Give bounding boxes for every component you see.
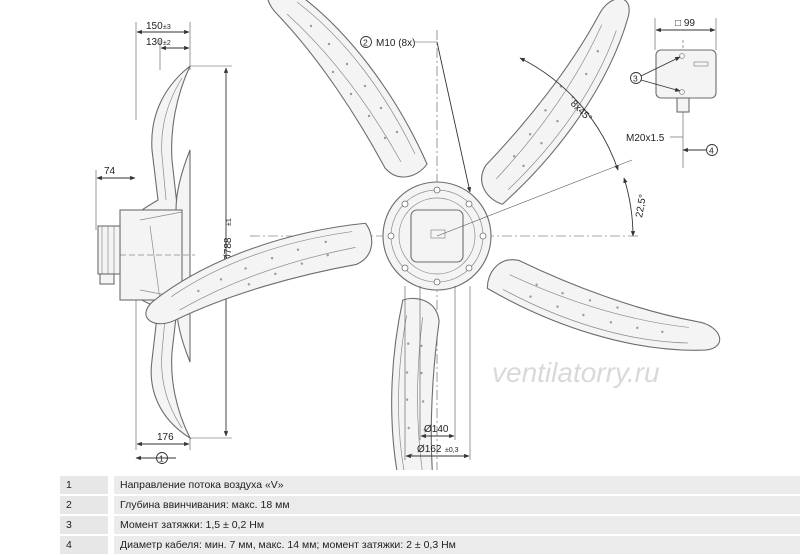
dim-hub-outer-tol: ±0,3 — [445, 447, 459, 454]
note-number: 2 — [60, 495, 108, 516]
dim-width-second-tol: ±2 — [163, 40, 171, 47]
callout-2: 2 — [363, 38, 368, 48]
dim-diameter: Ø788 — [223, 237, 234, 262]
dim-hub-inner: Ø140 — [424, 424, 449, 435]
note-text: Глубина ввинчивания: макс. 18 мм — [114, 495, 800, 516]
note-row: 1 Направление потока воздуха «V» — [60, 476, 800, 496]
callout-1: 1 — [159, 454, 164, 464]
note-number: 1 — [60, 476, 108, 496]
notes-table: 1 Направление потока воздуха «V» 2 Глуби… — [60, 476, 800, 556]
dim-width-second: 130 — [146, 37, 163, 48]
terminal-box-view: □ 99 3 M20x1.5 4 — [626, 18, 718, 168]
label-cable-gland: M20x1.5 — [626, 133, 665, 144]
note-row: 2 Глубина ввинчивания: макс. 18 мм — [60, 495, 800, 516]
technical-drawing: 150 ±3 130 ±2 74 Ø788 ±1 176 — [95, 0, 725, 470]
dim-width-top-tol: ±3 — [163, 24, 171, 31]
dim-width-top: 150 — [146, 21, 163, 32]
callout-4: 4 — [709, 146, 714, 156]
dim-box-size: □ 99 — [675, 18, 695, 29]
note-number: 4 — [60, 535, 108, 556]
note-row: 4 Диаметр кабеля: мин. 7 мм, макс. 14 мм… — [60, 535, 800, 556]
note-text: Направление потока воздуха «V» — [114, 476, 800, 496]
dim-hub-outer: Ø162 — [417, 444, 442, 455]
side-view: 150 ±3 130 ±2 74 Ø788 ±1 176 — [95, 21, 234, 464]
callout-3: 3 — [633, 74, 638, 84]
note-row: 3 Момент затяжки: 1,5 ± 0,2 Нм — [60, 515, 800, 536]
dim-diameter-tol: ±1 — [226, 218, 233, 226]
note-text: Момент затяжки: 1,5 ± 0,2 Нм — [114, 515, 800, 536]
dim-motor-offset: 74 — [104, 166, 116, 177]
note-number: 3 — [60, 515, 108, 536]
label-hole-count: M10 (8x) — [376, 38, 415, 49]
dim-angle-offset: 22,5° — [634, 193, 649, 218]
dim-depth-bottom: 176 — [157, 432, 174, 443]
watermark: ventilatorry.ru — [492, 357, 660, 388]
note-text: Диаметр кабеля: мин. 7 мм, макс. 14 мм; … — [114, 535, 800, 556]
front-view: 2 M10 (8x) 8x45° 22,5° Ø140 Ø162 ±0,3 ve… — [142, 0, 725, 470]
